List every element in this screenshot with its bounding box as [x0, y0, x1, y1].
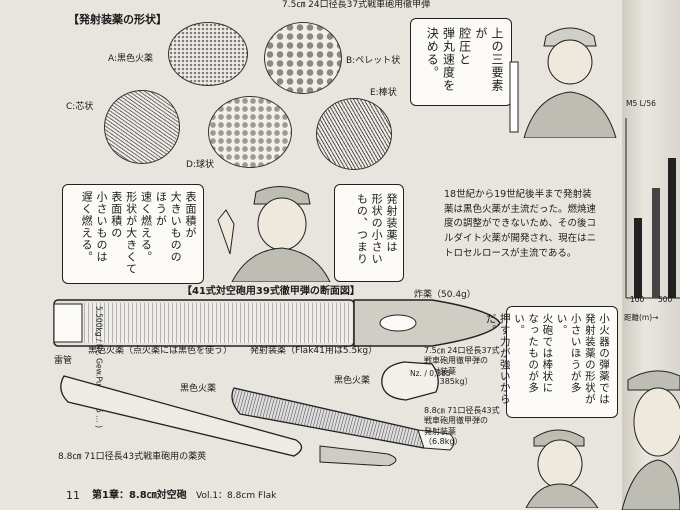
- bubble-left-line-2: 大きいものの: [169, 191, 183, 263]
- shell-37-line-3: 発射装薬: [424, 366, 456, 376]
- diagram-title: 【41式対空砲用39式徹甲弾の断面図】: [182, 286, 360, 297]
- label-pellet: B:ペレット状: [346, 56, 401, 66]
- shell-37-line-1: 7.5㎝ 24口径長37式: [424, 346, 500, 355]
- pellet-sample: [264, 22, 342, 94]
- charge-88-line-4: （6.8kg）: [424, 437, 463, 447]
- label-core: C:芯状: [66, 102, 94, 112]
- bubble-left-line-5: 形状が大きくて: [124, 191, 138, 275]
- paragraph-line-5: トロセルロースが主流である。: [444, 247, 577, 259]
- chapter-title: 第1章：8.8㎝対空砲: [92, 490, 187, 501]
- bubble-left-line-6: 表面積の: [109, 191, 123, 239]
- body-paragraph: 18世紀から19世紀後半まで発射装 薬は黒色火薬が主流だった。燃焼速 度の調整が…: [444, 188, 624, 262]
- label-shell-37: 7.5㎝ 24口径長37式 戦車砲用徹甲弾の 発射装薬 （0.385kg）: [424, 346, 500, 388]
- bubble-bottom-line-6: 押す力が強いからだ。: [484, 313, 511, 405]
- shell-37-line-4: （0.385kg）: [424, 377, 473, 387]
- stick-sample: [316, 98, 392, 170]
- bubble-left-line-8: 遅く燃える。: [80, 191, 94, 263]
- chart-fragment: [625, 118, 680, 299]
- page-number: 11: [66, 489, 80, 502]
- black-powder-sample: [168, 22, 248, 86]
- range-label: 距離(m)→: [624, 313, 659, 322]
- paragraph-line-4: ルダイト火薬が開発され、現在はニ: [444, 233, 597, 245]
- cartridge-markings: 5.500kg / Nz. Gew.Pulr / (5.5 … ): [94, 306, 104, 429]
- soldier-middle-illustration: [217, 186, 331, 282]
- bag-markings: Nz. / 0,385: [410, 369, 451, 378]
- label-ball: D:球状: [186, 160, 214, 170]
- bubble-left-line-3: ほうが: [154, 191, 168, 227]
- bag-charge-37: [381, 361, 439, 401]
- paragraph-line-2: 薬は黒色火薬が主流だった。燃焼速: [444, 203, 597, 215]
- speech-bubble-middle: 発射装薬は 形状の小さい もの、つまり: [334, 184, 404, 282]
- tick-500: 500: [658, 295, 673, 304]
- label-case-88: 8.8㎝ 71口径長43式戦車砲用の薬莢: [58, 452, 207, 462]
- charge-88-line-3: 発射装薬: [424, 426, 456, 436]
- bubble-mid-line-1: 発射装薬は: [385, 193, 398, 253]
- soldier-bottom-illustration: [525, 429, 599, 508]
- tank-label: M5 L/56: [626, 99, 656, 108]
- paragraph-line-3: 度の調整ができないため、その後コ: [444, 218, 597, 230]
- label-stick: E:棒状: [370, 88, 397, 98]
- bubble-bottom-line-2: 発射装薬の形状が: [583, 313, 596, 405]
- tick-100: 100: [630, 295, 645, 304]
- label-black-powder-2: 黒色火薬: [334, 376, 371, 386]
- speech-bubble-top: 上の三要素が 腔圧と 弾丸速度を 決める。: [410, 18, 512, 106]
- soldier-edge-illustration: [621, 370, 680, 510]
- soldier-top-illustration: [509, 27, 617, 138]
- core-sample: [104, 90, 180, 164]
- bubble-top-line-1: 上の三要素が: [473, 27, 504, 92]
- volume-label: Vol.1：8.8cm Flak: [196, 491, 277, 501]
- section-title: 【発射装薬の形状】: [68, 13, 167, 26]
- bubble-left-line-7: 小さいものは: [94, 191, 108, 263]
- cartridge-cross-section: [53, 299, 501, 347]
- label-black-powder: A:黒色火薬: [108, 54, 154, 64]
- charge-88-line-1: 8.8㎝ 71口径長43式: [424, 406, 500, 415]
- label-primer: 雷管: [54, 356, 73, 366]
- shell-37-line-2: 戦車砲用徹甲弾の: [424, 356, 488, 366]
- bubble-top-line-4: 決める。: [425, 27, 440, 79]
- label-black-powder-note: 黒色火薬（点火薬には黒色を使う）: [88, 346, 233, 356]
- top-caption: 7.5㎝ 24口径長37式戦車砲用徹甲弾: [282, 0, 431, 10]
- bubble-left-line-4: 速く燃える。: [139, 191, 153, 263]
- bubble-bottom-line-3: 小さいほうが多い。: [555, 313, 582, 394]
- bubble-bottom-line-4: 火砲では棒状に: [541, 313, 554, 394]
- label-explosive: 炸薬（50.4g）: [414, 290, 476, 300]
- label-charge-88: 8.8㎝ 71口径長43式 戦車砲用徹甲弾の 発射装薬 （6.8kg）: [424, 406, 500, 448]
- bubble-top-line-3: 弾丸速度を: [441, 27, 456, 92]
- speech-bubble-bottom: 小火器の弾薬では 発射装薬の形状が 小さいほうが多い。 火砲では棒状に なったも…: [485, 306, 618, 418]
- bubble-bottom-line-1: 小火器の弾薬では: [598, 313, 610, 405]
- label-charge-note: 発射装薬（Flak41用は5.5kg）: [250, 346, 378, 356]
- bubble-left-line-1: 表面積が: [184, 191, 197, 239]
- label-black-powder-1: 黒色火薬: [180, 384, 217, 394]
- bubble-bottom-line-5: なったものが多い。: [512, 313, 540, 394]
- bubble-top-line-2: 腔圧と: [457, 27, 472, 66]
- charge-88-line-2: 戦車砲用徹甲弾の: [424, 416, 488, 426]
- case-and-charge-drawing: [60, 375, 455, 466]
- bubble-mid-line-3: もの、つまり: [355, 193, 369, 265]
- speech-bubble-left: 表面積が 大きいものの ほうが 速く燃える。 形状が大きくて 表面積の 小さいも…: [62, 184, 204, 284]
- ball-sample: [208, 96, 292, 168]
- bubble-mid-line-2: 形状の小さい: [370, 193, 384, 265]
- paragraph-line-1: 18世紀から19世紀後半まで発射装: [444, 189, 592, 200]
